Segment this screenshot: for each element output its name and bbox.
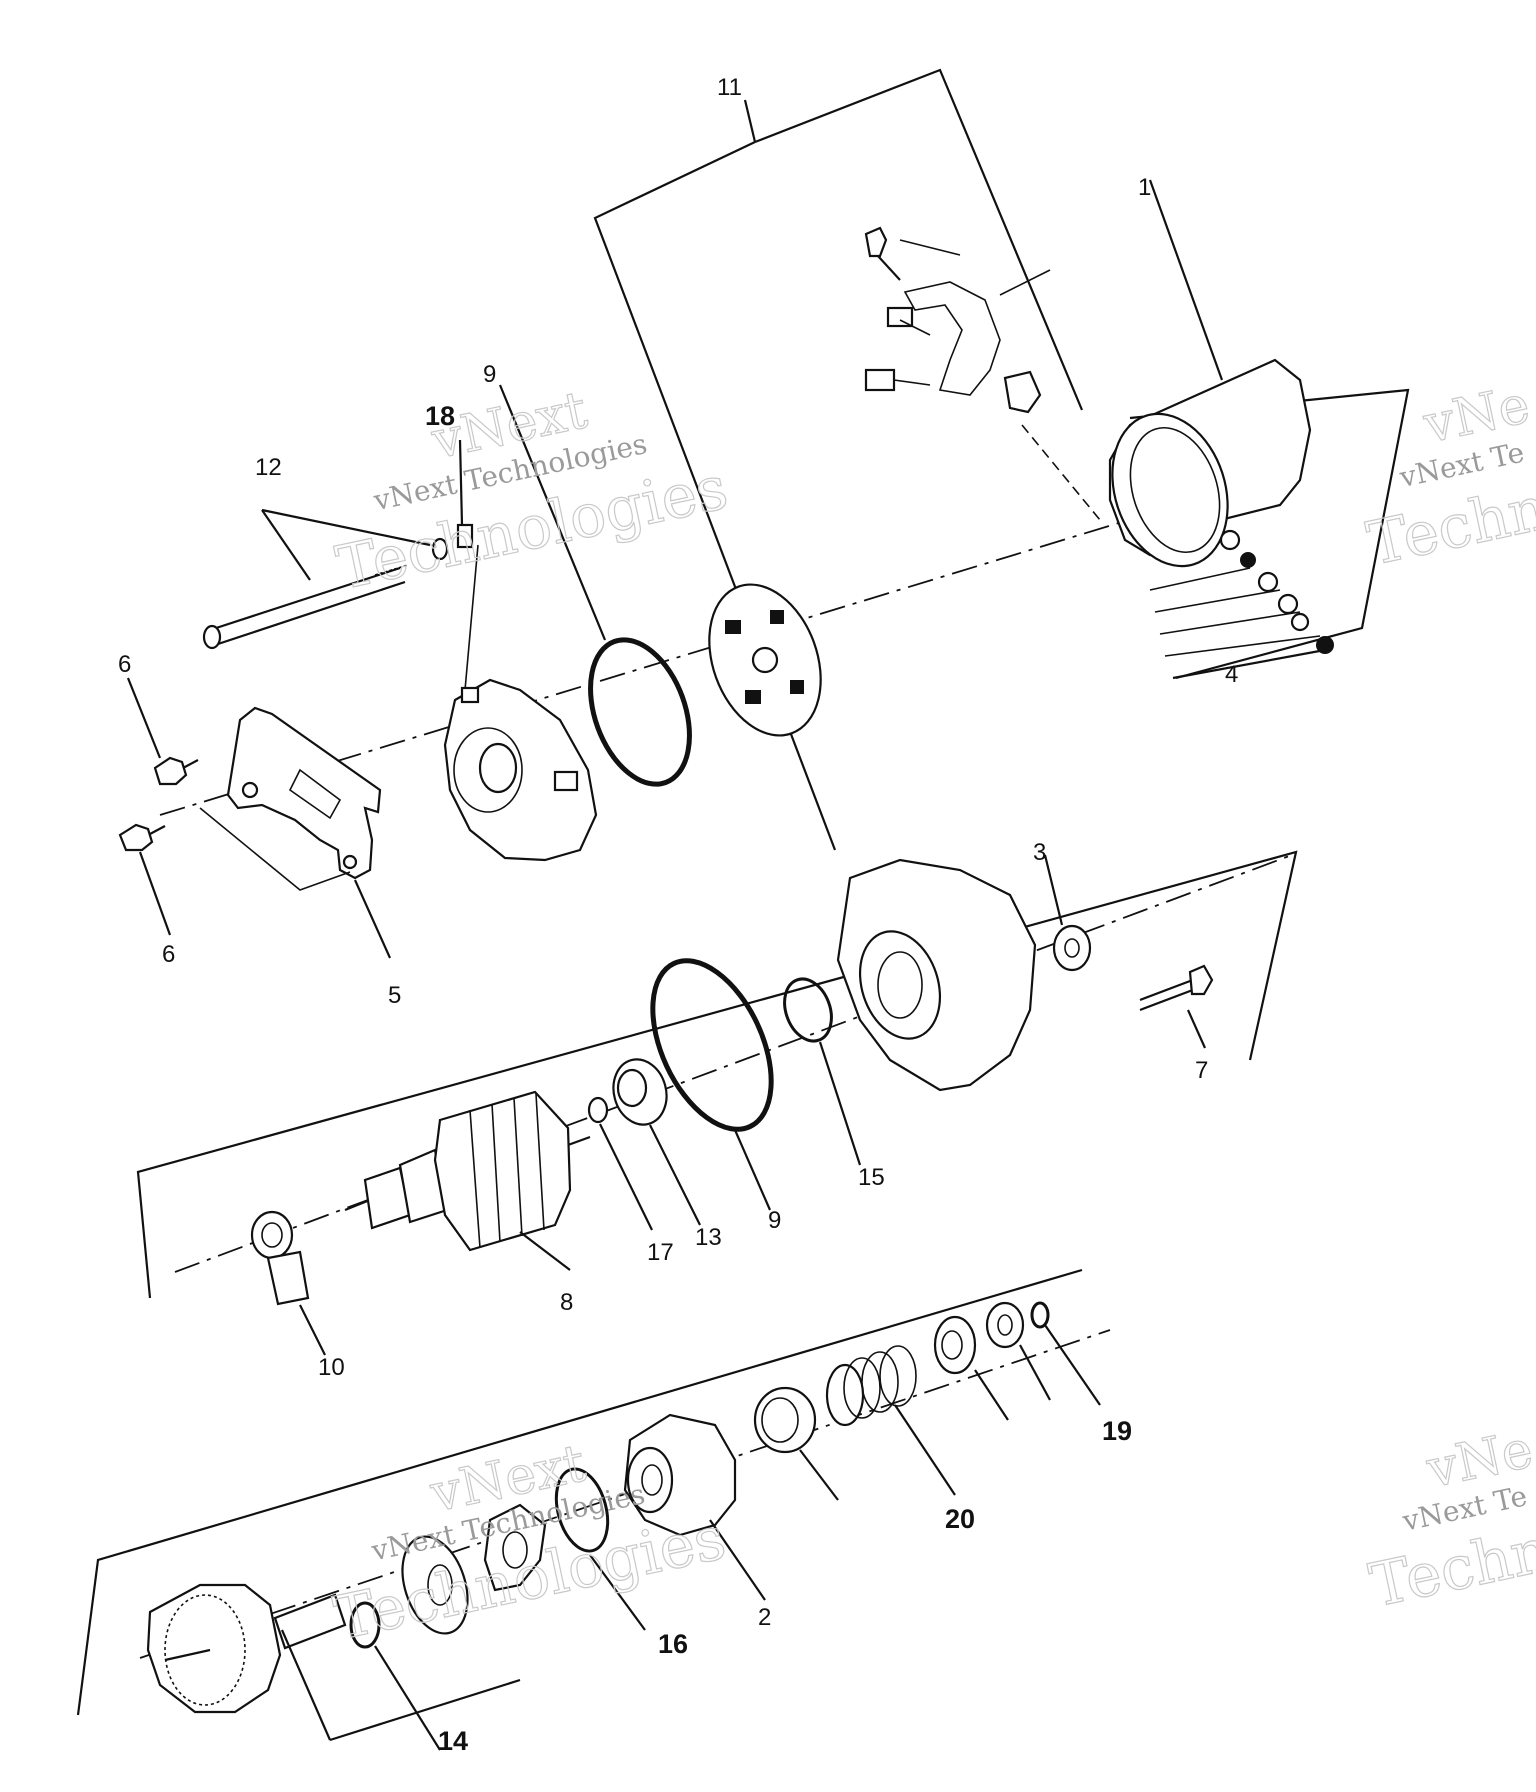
part-20-spring [825, 1345, 956, 1496]
callout-18: 18 [425, 401, 455, 431]
callout-6b: 6 [162, 941, 175, 968]
callout-11: 11 [717, 74, 742, 101]
part-3-washer [1052, 924, 1092, 972]
middle-bracket [136, 850, 1298, 1299]
part-15-o-ring [783, 977, 833, 1043]
callout-5: 5 [388, 982, 401, 1009]
callout-9b: 9 [768, 1207, 781, 1234]
sleeve [753, 1386, 817, 1454]
callout-19: 19 [1102, 1416, 1132, 1446]
callout-3: 3 [1033, 839, 1046, 866]
part-9-o-ring-top [588, 637, 692, 787]
part-10-bushing [250, 1210, 326, 1356]
part-14-snap-ring [349, 1601, 381, 1649]
part-13-bearing [612, 1058, 701, 1226]
watermark-right-bottom: vNe vNext Te Techn [1363, 1419, 1536, 1622]
part-9-o-ring-middle [650, 958, 774, 1132]
callout-2: 2 [758, 1604, 771, 1631]
part-1-yoke-housing [1108, 179, 1334, 654]
callout-1: 1 [1138, 174, 1151, 201]
watermark-right-top: vNe vNext Te Techn [1361, 374, 1536, 580]
stop-washer [985, 1301, 1025, 1349]
callout-17: 17 [647, 1239, 674, 1266]
part-5-mounting-bracket [199, 706, 392, 959]
spring-clip [483, 1503, 547, 1592]
brush-holder-plate [708, 583, 822, 737]
watermark-top: vNext vNext Technologies Technologies [330, 380, 734, 605]
axis-line-bottom [139, 1329, 1111, 1659]
part-12-through-bolt [202, 508, 449, 650]
callout-20: 20 [945, 1504, 975, 1534]
rear-end-cover [443, 678, 598, 862]
front-drive-housing [836, 858, 1037, 1092]
thrust-washer [401, 1535, 469, 1635]
part-7-screw [1139, 964, 1214, 1049]
part-4-washers [1219, 529, 1334, 654]
callout-8: 8 [560, 1289, 573, 1316]
bottom-bracket [76, 1268, 1083, 1716]
axis-line-middle [174, 854, 1293, 1273]
part-16-ring [554, 1467, 610, 1553]
callout-10: 10 [318, 1354, 345, 1381]
watermark-text: Techn [1364, 1515, 1536, 1621]
part-17-washer [587, 1096, 609, 1124]
callout-14: 14 [438, 1726, 468, 1756]
part-8-armature [344, 1090, 591, 1271]
pinion-clutch-assembly [146, 1583, 521, 1742]
part-2-overrunning-clutch [623, 1413, 766, 1601]
callout-16: 16 [658, 1629, 688, 1659]
part-18-terminal [456, 439, 479, 691]
callout-13: 13 [695, 1224, 722, 1251]
callout-7: 7 [1195, 1057, 1208, 1084]
callout-12: 12 [255, 454, 282, 481]
callout-15: 15 [858, 1164, 885, 1191]
part-19-snap-ring [1030, 1301, 1050, 1329]
callout-4: 4 [1225, 661, 1238, 688]
brush-springs [864, 226, 1101, 521]
bracket-group-11 [593, 68, 1084, 851]
callout-6a: 6 [118, 651, 131, 678]
part-6-bolts [118, 677, 199, 936]
stop-collar [933, 1315, 977, 1375]
callout-9a: 9 [483, 361, 496, 388]
